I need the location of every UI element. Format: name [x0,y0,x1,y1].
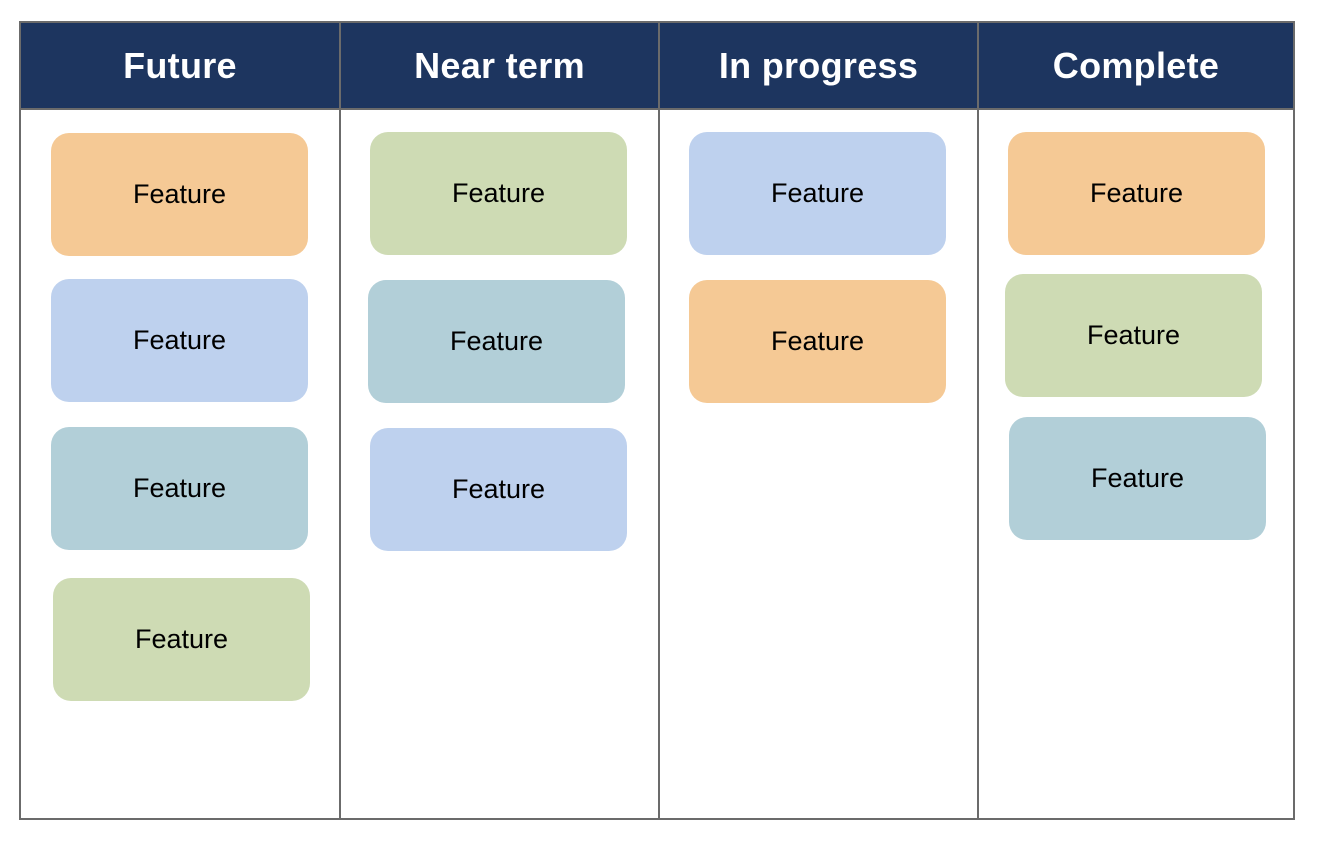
feature-card[interactable]: Feature [689,132,946,255]
feature-card[interactable]: Feature [51,279,308,402]
column-near-term: Near term Feature Feature Feature [339,23,658,818]
feature-card[interactable]: Feature [689,280,946,403]
feature-card[interactable]: Feature [1008,132,1265,255]
kanban-board: Future Feature Feature Feature Feature N… [19,21,1295,820]
feature-card[interactable]: Feature [51,133,308,256]
column-complete: Complete Feature Feature Feature [977,23,1293,818]
column-header-in-progress: In progress [660,23,977,110]
column-in-progress: In progress Feature Feature [658,23,977,818]
feature-card[interactable]: Feature [53,578,310,701]
column-header-complete: Complete [979,23,1293,110]
column-future: Future Feature Feature Feature Feature [21,23,339,818]
feature-card[interactable]: Feature [51,427,308,550]
column-header-future: Future [21,23,339,110]
column-header-near-term: Near term [341,23,658,110]
feature-card[interactable]: Feature [1005,274,1262,397]
feature-card[interactable]: Feature [368,280,625,403]
feature-card[interactable]: Feature [370,428,627,551]
feature-card[interactable]: Feature [370,132,627,255]
feature-card[interactable]: Feature [1009,417,1266,540]
